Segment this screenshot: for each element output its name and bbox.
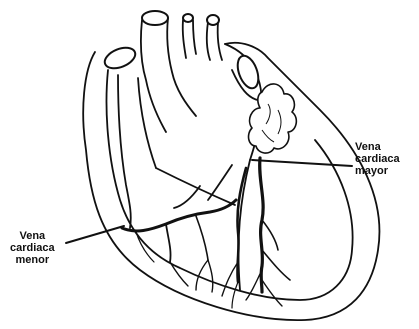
- small-cardiac-vein-branch-1: [166, 224, 171, 262]
- great-cardiac-vein-branch-5: [262, 280, 282, 306]
- lower-boundary: [174, 186, 200, 208]
- great-cardiac-vein-branch-1: [262, 220, 278, 250]
- branch-vessel-4: [218, 22, 222, 60]
- leader-line-menor: [66, 226, 124, 243]
- atrium-boundary: [156, 168, 235, 205]
- label-menor-line-3: menor: [10, 254, 55, 266]
- small-cardiac-vein-branch-5: [170, 262, 188, 286]
- label-mayor-line-1: Vena: [355, 141, 400, 153]
- great-cardiac-vein-branch-4: [222, 262, 238, 296]
- great-cardiac-vein-branch-6: [232, 282, 238, 308]
- small-cardiac-vein: [122, 200, 236, 231]
- pulmonary-vein-opening: [234, 53, 263, 91]
- branch-opening-1: [183, 14, 193, 22]
- label-menor-line-1: Vena: [10, 230, 55, 242]
- branch-vessel-2: [193, 20, 196, 54]
- label-mayor-line-2: cardiaca: [355, 153, 400, 165]
- leader-line-mayor: [252, 160, 352, 166]
- atrial-appendage: [249, 84, 297, 153]
- aorta-opening: [142, 11, 168, 25]
- aorta-trunk-right: [167, 18, 196, 116]
- branch-groove: [208, 165, 232, 200]
- vena-cava-opening: [102, 44, 138, 73]
- heart-outline: [83, 43, 379, 320]
- great-vessel-left: [118, 75, 131, 228]
- branch-opening-2: [207, 15, 219, 25]
- label-mayor-line-3: mayor: [355, 165, 400, 177]
- label-vena-cardiaca-mayor: Vena cardiaca mayor: [355, 141, 400, 177]
- small-cardiac-vein-branch-3: [208, 260, 213, 292]
- label-menor-line-2: cardiaca: [10, 242, 55, 254]
- branch-vessel-3: [207, 22, 210, 60]
- great-cardiac-vein-branch-2: [262, 250, 290, 280]
- aorta-trunk: [141, 20, 166, 132]
- great-vessel-left-outer: [138, 78, 156, 168]
- label-vena-cardiaca-menor: Vena cardiaca menor: [10, 230, 55, 266]
- small-cardiac-vein-branch-2: [196, 216, 208, 260]
- branch-vessel-1: [183, 20, 186, 58]
- small-cardiac-vein-branch-4: [196, 260, 208, 290]
